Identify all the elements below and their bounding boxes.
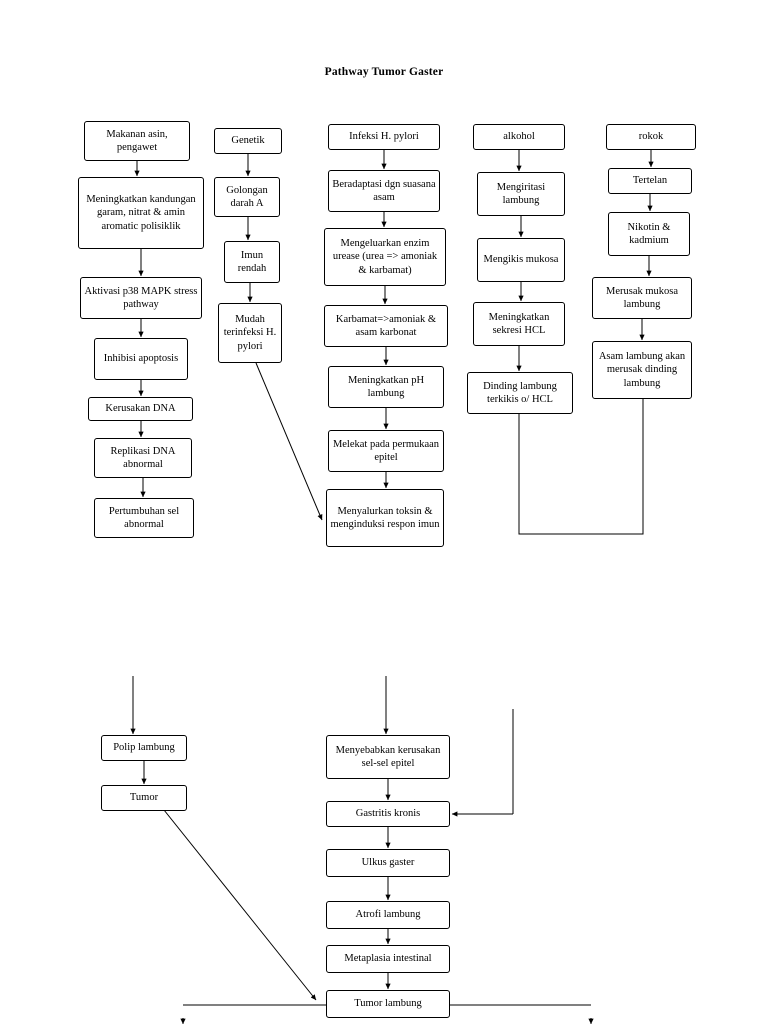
- flowchart-node: Ulkus gaster: [326, 849, 450, 877]
- flowchart-node: Pertumbuhan sel abnormal: [94, 498, 194, 538]
- flowchart-node: Tertelan: [608, 168, 692, 194]
- flowchart-node: Aktivasi p38 MAPK stress pathway: [80, 277, 202, 319]
- flowchart-node: alkohol: [473, 124, 565, 150]
- flowchart-node: rokok: [606, 124, 696, 150]
- flowchart-node: Beradaptasi dgn suasana asam: [328, 170, 440, 212]
- flowchart-node: Golongan darah A: [214, 177, 280, 217]
- flowchart-node: Meningkatkan sekresi HCL: [473, 302, 565, 346]
- flowchart-node: Mengikis mukosa: [477, 238, 565, 282]
- flowchart-node: Imun rendah: [224, 241, 280, 283]
- flowchart-node: Mengeluarkan enzim urease (urea => amoni…: [324, 228, 446, 286]
- flowchart-node: Karbamat=>amoniak & asam karbonat: [324, 305, 448, 347]
- flowchart-node: Metaplasia intestinal: [326, 945, 450, 973]
- flowchart-node: Asam lambung akan merusak dinding lambun…: [592, 341, 692, 399]
- flowchart-node: Infeksi H. pylori: [328, 124, 440, 150]
- flowchart-node: Tumor: [101, 785, 187, 811]
- flowchart-node: Atrofi lambung: [326, 901, 450, 929]
- flowchart-node: Melekat pada permukaan epitel: [328, 430, 444, 472]
- flowchart-node: Merusak mukosa lambung: [592, 277, 692, 319]
- flowchart-node: Tumor lambung: [326, 990, 450, 1018]
- flowchart-node: Menyebabkan kerusakan sel-sel epitel: [326, 735, 450, 779]
- flowchart-node: Gastritis kronis: [326, 801, 450, 827]
- flowchart-node: Meningkatkan pH lambung: [328, 366, 444, 408]
- flowchart-node: Menyalurkan toksin & menginduksi respon …: [326, 489, 444, 547]
- flowchart-node: Kerusakan DNA: [88, 397, 193, 421]
- flowchart-node: Inhibisi apoptosis: [94, 338, 188, 380]
- flowchart-node: Meningkatkan kandungan garam, nitrat & a…: [78, 177, 204, 249]
- flowchart-node: Nikotin & kadmium: [608, 212, 690, 256]
- flowchart-node: Replikasi DNA abnormal: [94, 438, 192, 478]
- flowchart-node: Dinding lambung terkikis o/ HCL: [467, 372, 573, 414]
- flowchart-node: Makanan asin, pengawet: [84, 121, 190, 161]
- flowchart-node: Genetik: [214, 128, 282, 154]
- flowchart-node: Mudah terinfeksi H. pylori: [218, 303, 282, 363]
- page-title: Pathway Tumor Gaster: [324, 66, 444, 78]
- flowchart-node: Mengiritasi lambung: [477, 172, 565, 216]
- flowchart-node: Polip lambung: [101, 735, 187, 761]
